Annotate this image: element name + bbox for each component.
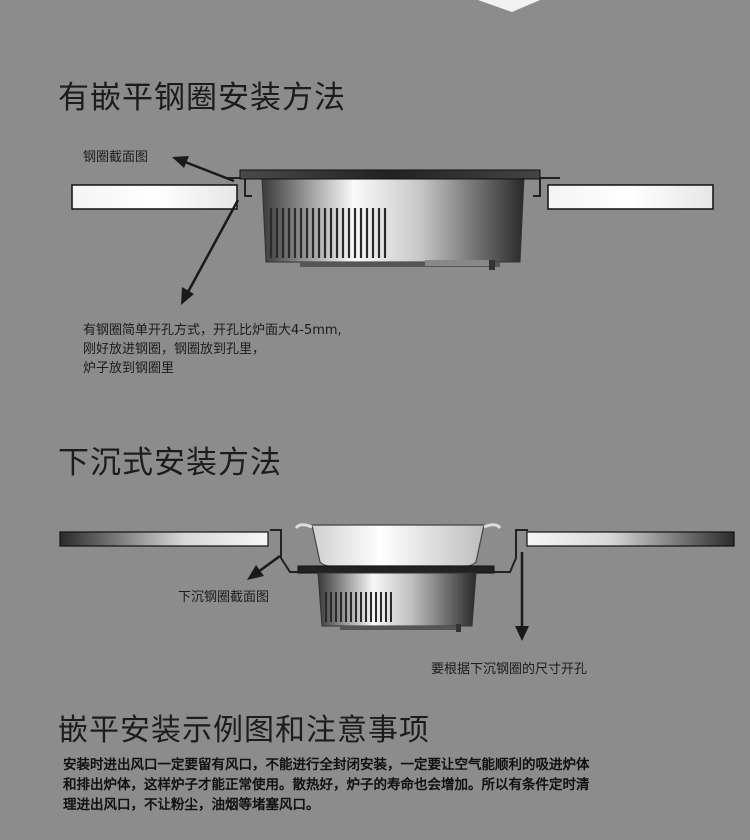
note-line: 理进出风口，不让粉尘，油烟等堵塞风口。 [63, 797, 320, 813]
description-line: 有钢圈简单开孔方式，开孔比炉面大4-5mm, [83, 323, 342, 338]
pot [311, 524, 485, 567]
label-cutout-size: 要根据下沉钢圈的尺寸开孔 [431, 662, 588, 677]
installation-notes: 安装时进出风口一定要留有风口，不能进行全封闭安装，一定要让空气能顺利的吸进炉体 … [63, 755, 723, 815]
glass-panel [297, 565, 495, 574]
flush-ring-description: 有钢圈简单开孔方式，开孔比炉面大4-5mm, 刚好放进钢圈，钢圈放到孔里， 炉子… [83, 321, 342, 378]
glass-panel [239, 169, 541, 180]
description-line: 刚好放进钢圈，钢圈放到孔里， [83, 342, 266, 357]
flush-ring-diagram [71, 156, 714, 305]
section-title-example-notes: 嵌平安装示例图和注意事项 [58, 713, 430, 748]
left-counter [71, 184, 238, 210]
right-ring-profile [533, 177, 560, 197]
left-counter [59, 531, 269, 547]
label-sunken-ring-cross-section: 下沉钢圈截面图 [178, 590, 270, 605]
note-line: 和排出炉体，这样炉子才能正常使用。散热好，炉子的寿命也会增加。所以有条件定时清 [63, 777, 590, 793]
right-counter [547, 184, 714, 210]
right-counter [526, 531, 735, 547]
cooker-vents [325, 592, 392, 622]
cooker-body [317, 572, 477, 627]
sunken-ring-diagram [59, 523, 735, 641]
section-title-flush-ring: 有嵌平钢圈安装方法 [58, 80, 346, 116]
section-title-sunken: 下沉式安装方法 [58, 445, 282, 481]
left-ring-profile [225, 177, 252, 197]
top-edge-graphic [478, 0, 540, 12]
label-ring-cross-section: 钢圈截面图 [83, 150, 149, 165]
note-line: 安装时进出风口一定要留有风口，不能进行全封闭安装，一定要让空气能顺利的吸进炉体 [63, 757, 590, 773]
cooker-vents [269, 208, 387, 258]
description-line: 炉子放到钢圈里 [83, 361, 175, 376]
